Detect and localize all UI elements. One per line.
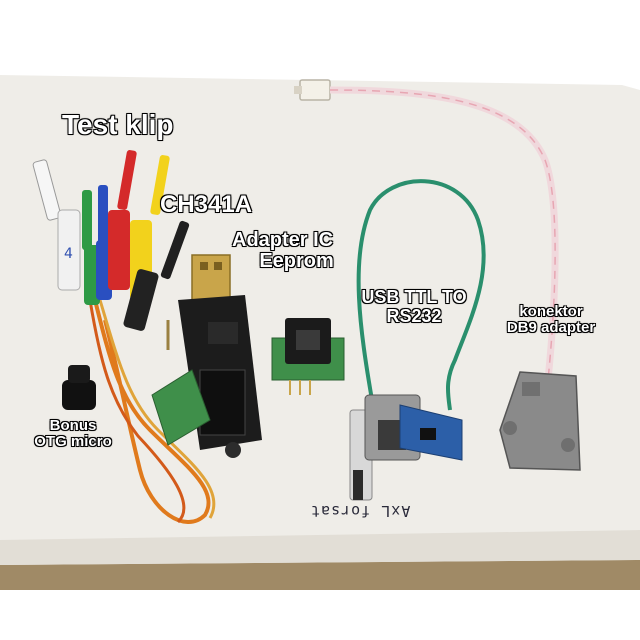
green-adapter-board	[151, 369, 211, 446]
paper-shadow	[0, 530, 640, 565]
test-clip-black	[123, 220, 190, 331]
label-konektor-line2: DB9 adapter	[506, 318, 596, 336]
eeprom-soic-adapter	[271, 318, 345, 395]
label-adapter-ic: Adapter IC Eeprom	[232, 229, 334, 272]
label-adapter-ic-line2: Eeprom	[259, 250, 334, 272]
label-bonus-line1: Bonus	[49, 417, 97, 434]
otg-micro-adapter	[62, 365, 96, 410]
label-adapter-ic-line1: Adapter IC	[232, 229, 334, 251]
teal-jumper-wire	[356, 179, 486, 411]
label-konektor-line1: konektor	[519, 303, 583, 320]
svg-text:4: 4	[64, 246, 73, 262]
usb-ttl-rs232-module	[349, 394, 463, 501]
label-usb-ttl-line2: RS232	[386, 305, 442, 326]
label-bonus-line2: OTG micro	[34, 432, 112, 450]
label-bonus: Bonus OTG micro	[10, 418, 136, 450]
label-usb-ttl-line1: USB TTL TO	[361, 287, 467, 307]
jst-connector	[294, 79, 331, 101]
label-usb-ttl: USB TTL TO RS232	[340, 288, 488, 326]
label-konektor: konektor DB9 adapter	[488, 304, 614, 336]
handwritten-note: AxL forsat	[310, 502, 411, 520]
test-clip-white: 4	[32, 159, 81, 291]
test-clip-red	[108, 150, 137, 290]
label-test-klip: Test klip	[62, 109, 174, 140]
label-ch341a: CH341A	[160, 191, 253, 218]
db9-connector	[499, 371, 581, 471]
table-surface	[0, 560, 640, 590]
